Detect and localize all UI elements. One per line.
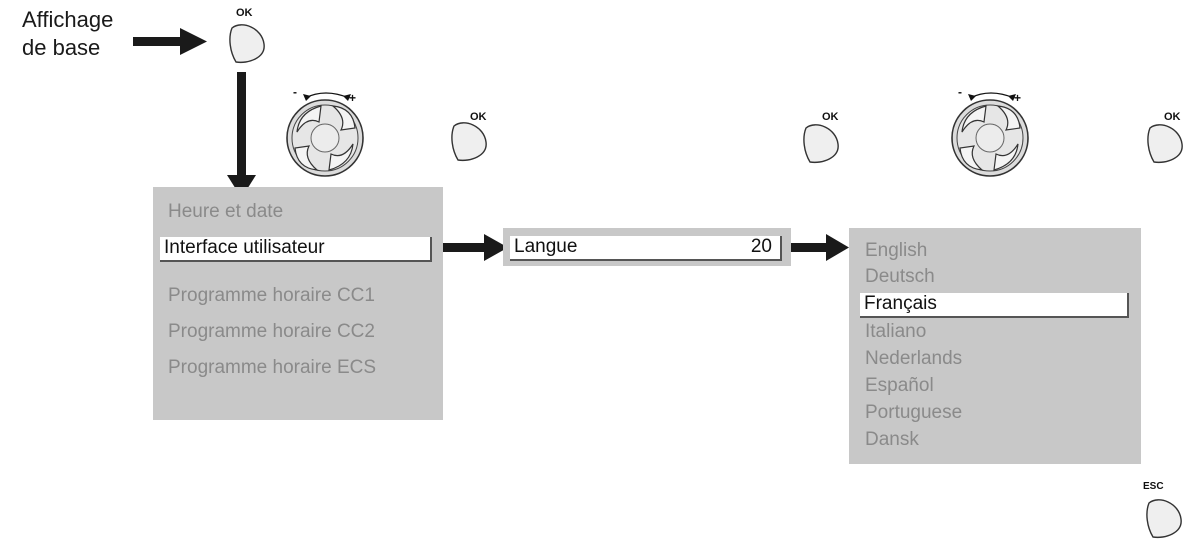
ok-button-1[interactable]: OK [229,7,265,64]
lang-nederlands[interactable]: Nederlands [865,348,963,369]
menu1-item-programme-cc1[interactable]: Programme horaire CC1 [168,285,375,306]
esc-label: ESC [1143,481,1164,492]
menu1-item-interface-utilisateur[interactable]: Interface utilisateur [160,237,432,262]
ok-label: OK [1164,111,1181,123]
lang-deutsch[interactable]: Deutsch [865,266,935,287]
esc-button[interactable]: ESC [1143,481,1182,539]
main-menu-panel: Heure et date Interface utilisateur Prog… [153,187,443,420]
lang-espanol[interactable]: Español [865,375,934,396]
langue-value: 20 [750,236,772,257]
rotary-knob-1[interactable]: - + [286,85,364,177]
lang-italiano[interactable]: Italiano [865,321,927,342]
ok-button-4[interactable]: OK [1147,111,1183,164]
lang-francais[interactable]: Français [860,293,1129,318]
language-menu-panel: Langue 20 [503,228,791,266]
start-label-line1: Affichage [22,7,114,32]
knob-plus: + [1014,91,1021,105]
langue-label: Langue [514,236,578,257]
lang-dansk[interactable]: Dansk [865,429,919,450]
knob-plus: + [349,91,356,105]
start-label: Affichage de base [22,6,113,62]
rotary-knob-2[interactable]: - + [951,85,1029,177]
arrow-down-to-menu [227,72,256,198]
ok-label: OK [470,111,487,123]
arrow-menu1-to-menu2 [442,234,508,261]
arrow-menu2-to-menu3 [789,234,849,261]
arrow-start-to-ok [133,28,207,55]
menu1-item-heure-date[interactable]: Heure et date [168,201,284,222]
knob-minus: - [293,85,297,99]
start-label-line2: de base [22,35,101,60]
ok-label: OK [822,111,839,123]
lang-english[interactable]: English [865,240,928,261]
language-list-panel: English Deutsch Français Italiano Nederl… [849,228,1141,464]
knob-minus: - [958,85,962,99]
ok-label: OK [236,7,253,19]
ok-button-2[interactable]: OK [451,111,487,162]
menu1-item-programme-ecs[interactable]: Programme horaire ECS [168,357,377,378]
ok-button-3[interactable]: OK [803,111,839,164]
lang-portuguese[interactable]: Portuguese [865,402,963,423]
menu2-item-langue[interactable]: Langue 20 [510,236,782,261]
menu1-item-programme-cc2[interactable]: Programme horaire CC2 [168,321,375,342]
